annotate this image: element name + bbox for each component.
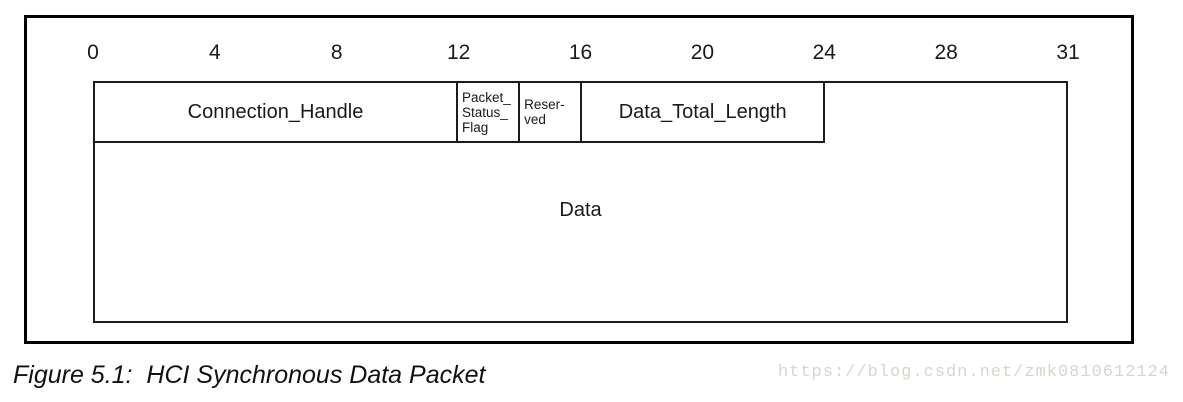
bit-label-20: 20 (690, 41, 715, 64)
field-connection-handle: Connection_Handle (95, 83, 458, 141)
field-connection-handle-label: Connection_Handle (187, 100, 364, 123)
data-field-label: Data (559, 198, 602, 221)
watermark-url: https://blog.csdn.net/zmk0810612124 (777, 363, 1170, 382)
field-reserved: Reser- ved (520, 83, 583, 141)
figure-caption: Figure 5.1: HCI Synchronous Data Packet (13, 361, 486, 389)
bit-label-4: 4 (209, 41, 221, 64)
bit-label-31: 31 (1056, 41, 1080, 64)
bit-label-24: 24 (812, 41, 836, 64)
field-reserved-label: Reser- ved (524, 97, 565, 127)
field-packet-status-flag-label: Packet_ Status_ Flag (462, 89, 511, 135)
field-packet-status-flag: Packet_ Status_ Flag (458, 83, 521, 141)
bit-label-16: 16 (568, 41, 593, 64)
field-data-total-length-label: Data_Total_Length (618, 100, 787, 123)
bit-label-12: 12 (446, 41, 471, 64)
bit-position-ruler: 0 4 8 12 16 20 24 28 31 (87, 41, 1080, 65)
header-field-row: Connection_Handle Packet_ Status_ Flag R… (93, 81, 825, 143)
bit-label-0: 0 (87, 41, 99, 64)
field-data-total-length: Data_Total_Length (582, 83, 824, 141)
bit-label-8: 8 (330, 41, 343, 64)
bit-label-28: 28 (934, 41, 958, 64)
figure-frame: 0 4 8 12 16 20 24 28 31 Data Connection_… (24, 15, 1134, 344)
